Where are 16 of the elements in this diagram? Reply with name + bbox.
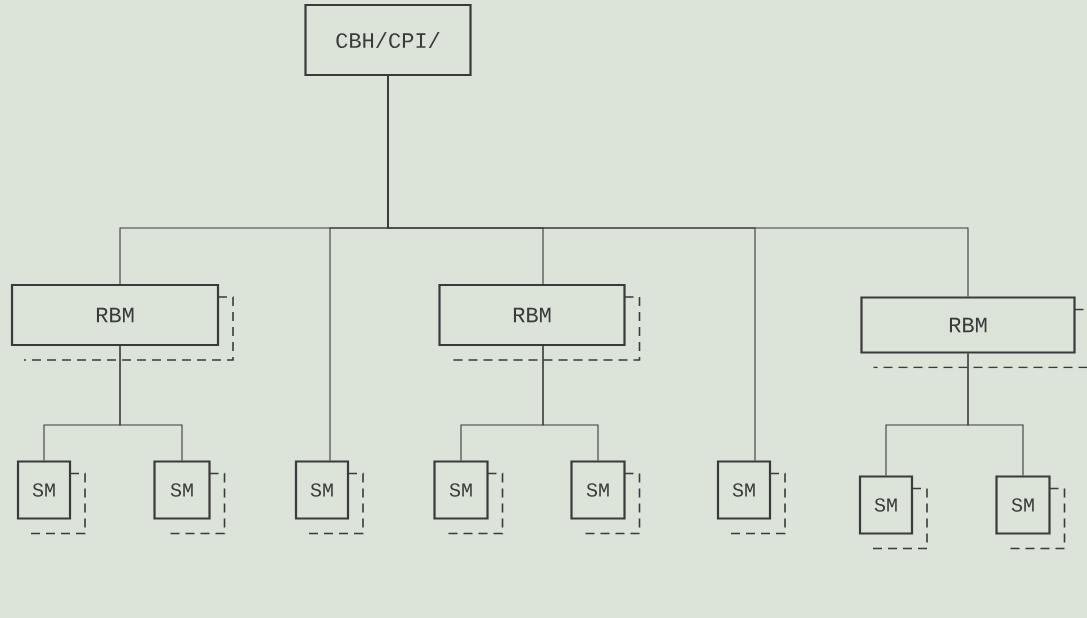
chart-box: RBM — [10, 283, 234, 361]
connector-line — [119, 345, 183, 462]
connector-line — [387, 75, 969, 298]
chart-box: CBH/CPI/ — [304, 3, 472, 77]
chart-box: SM — [294, 460, 364, 535]
chart-box: SM — [858, 475, 928, 550]
chart-box: SM — [716, 460, 786, 535]
chart-box: RBM — [438, 283, 641, 361]
chart-box: RBM — [860, 296, 1087, 369]
chart-box: SM — [16, 460, 86, 535]
chart-box: SM — [995, 475, 1066, 550]
connector-line — [542, 345, 599, 462]
chart-box: SM — [153, 460, 226, 535]
chart-box: SM — [570, 460, 641, 535]
connector-line — [967, 352, 1024, 477]
chart-box: SM — [433, 460, 504, 535]
